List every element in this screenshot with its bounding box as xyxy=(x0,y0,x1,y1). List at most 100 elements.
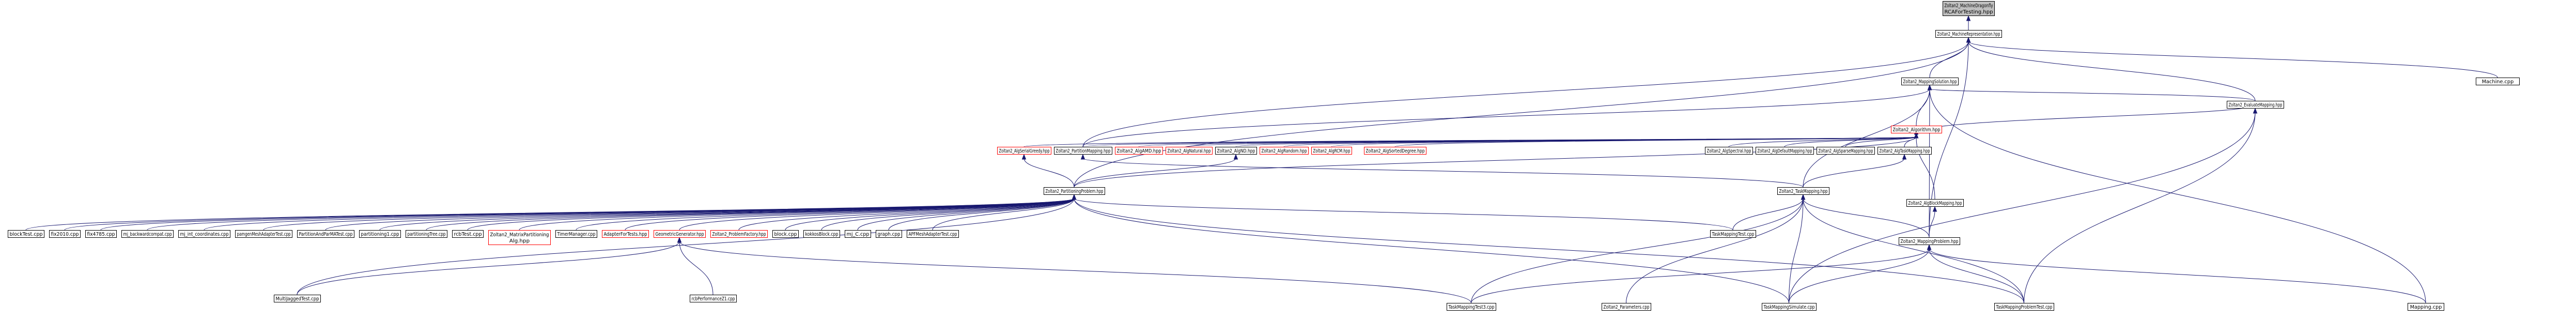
node-label: Zoltan2_MachineDragonfly xyxy=(1945,3,1993,9)
node-box xyxy=(1260,147,1309,155)
node-label: GeometricGenerator.hpp xyxy=(656,232,704,237)
edge-n_algorithm-n_partproblem xyxy=(1074,136,1917,188)
file-nodes: Zoltan2_MachineDragonflyRCAForTesting.hp… xyxy=(8,1,2520,311)
node-mapprob[interactable]: Zoltan2_MappingProblem.hpp xyxy=(1899,237,1960,245)
node-label: Zoltan2_AlgSpectral.hpp xyxy=(1707,148,1751,154)
node-amd[interactable]: Zoltan2_AlgAMD.hpp xyxy=(1115,147,1163,155)
node-params[interactable]: Zoltan2_Parameters.cpp xyxy=(1602,303,1651,311)
node-rcm[interactable]: Zoltan2_AlgRCM.hpp xyxy=(1311,147,1352,155)
node-parttree[interactable]: partitioningTree.cpp xyxy=(406,230,447,238)
node-box xyxy=(1817,147,1875,155)
node-box xyxy=(235,230,292,238)
node-label: Zoltan2_Parameters.cpp xyxy=(1604,304,1650,310)
edge-n_partproblem-n_matrixpart xyxy=(519,198,1075,231)
node-algorithm[interactable]: Zoltan2_Algorithm.hpp xyxy=(1891,126,1942,133)
node-rcbperf[interactable]: rcbPerformanceZ1.cpp xyxy=(690,295,737,302)
node-rcb[interactable]: rcbTest.cpp xyxy=(452,230,484,238)
arrowhead-n_mapsol-n_mapping xyxy=(1927,84,1932,90)
edge-n_mapsol-n_mapprob xyxy=(1929,88,1930,238)
edge-n_geomgen-n_multijagged xyxy=(297,241,680,295)
node-block[interactable]: block.cpp xyxy=(772,230,799,238)
arrowhead-n_taskmapalg-n_taskmapping xyxy=(1902,154,1907,160)
node-random[interactable]: Zoltan2_AlgRandom.hpp xyxy=(1260,147,1309,155)
node-serialgreedy[interactable]: Zoltan2_AlgSerialGreedy.hpp xyxy=(997,147,1051,155)
node-evalmap[interactable]: Zoltan2_EvaluateMapping.hpp xyxy=(2227,101,2284,109)
node-kokkosblock[interactable]: kokkosBlock.cpp xyxy=(803,230,840,238)
node-box xyxy=(1215,147,1257,155)
node-machine[interactable]: Machine.cpp xyxy=(2476,78,2520,85)
node-blockmap[interactable]: Zoltan2_AlgBlockMapping.hpp xyxy=(1906,199,1964,207)
node-apf[interactable]: APFMeshAdapterTest.cpp xyxy=(907,230,959,238)
edge-n_partmapping-n_taskmapping xyxy=(1082,158,1804,188)
node-box xyxy=(654,230,706,238)
node-label: Zoltan2_AlgRCM.hpp xyxy=(1313,148,1351,154)
node-label: Zoltan2_Algorithm.hpp xyxy=(1893,127,1941,133)
node-box xyxy=(1054,147,1112,155)
node-taskmaptest[interactable]: TaskMappingTest.cpp xyxy=(1710,230,1756,238)
edge-n_partproblem-n_apf xyxy=(932,198,1075,231)
node-fix4785[interactable]: fix4785.cpp xyxy=(85,230,117,238)
node-taskmapsim[interactable]: TaskMappingSimulate.cpp xyxy=(1762,303,1817,311)
node-label: Zoltan2_PartitionMapping.hpp xyxy=(1056,148,1111,154)
node-adaptertools[interactable]: AdapterForTests.hpp xyxy=(602,230,649,238)
node-pamgen[interactable]: pamgenMeshAdapterTest.cpp xyxy=(235,230,292,238)
node-mjc[interactable]: mj_C.cpp xyxy=(845,230,871,238)
node-sparsemap[interactable]: Zoltan2_AlgSparseMapping.hpp xyxy=(1817,147,1875,155)
node-taskmapalg[interactable]: Zoltan2_AlgTaskMapping.hpp xyxy=(1877,147,1932,155)
node-box xyxy=(359,230,401,238)
edge-n_taskmapping-n_taskmapprobtest xyxy=(1803,198,2024,303)
node-graph[interactable]: graph.cpp xyxy=(876,230,902,238)
node-nd[interactable]: Zoltan2_AlgND.hpp xyxy=(1215,147,1257,155)
node-fix2010[interactable]: fix2010.cpp xyxy=(49,230,81,238)
node-geomgen[interactable]: GeometricGenerator.hpp xyxy=(654,230,706,238)
edge-n_taskmapping-n_taskmapsim xyxy=(1789,198,1804,303)
node-taskmaptest3[interactable]: TaskMappingTest3.cpp xyxy=(1447,303,1496,311)
edge-n_partproblem-n_kokkosblock xyxy=(821,198,1075,231)
node-label: Zoltan2_AlgTaskMapping.hpp xyxy=(1880,148,1930,154)
node-label: fix2010.cpp xyxy=(51,232,79,237)
edge-n_blockmap-n_mapprob xyxy=(1929,210,1935,238)
node-timer[interactable]: TimerManager.cpp xyxy=(555,230,597,238)
node-label: PartitionAndParMATest.cpp xyxy=(299,232,353,237)
node-label: Zoltan2_AlgSparseMapping.hpp xyxy=(1819,148,1873,154)
node-natural[interactable]: Zoltan2_AlgNatural.hpp xyxy=(1166,147,1213,155)
edge-n_evalmap-n_taskmapprobtest xyxy=(2024,112,2256,303)
node-mapsol[interactable]: Zoltan2_MappingSolution.hpp xyxy=(1901,78,1959,85)
node-taskmapping[interactable]: Zoltan2_TaskMapping.hpp xyxy=(1777,187,1829,195)
node-mjint[interactable]: mj_int_coordinates.cpp xyxy=(178,230,230,238)
node-mapping[interactable]: Mapping.cpp xyxy=(2408,303,2444,311)
node-label: Zoltan2_AlgND.hpp xyxy=(1217,148,1255,154)
node-blocktest[interactable]: blockTest.cpp xyxy=(8,230,44,238)
node-box xyxy=(121,230,174,238)
node-taskmapprobtest[interactable]: TaskMappingProblemTest.cpp xyxy=(1994,303,2054,311)
node-label: mj_backwardcompat.cpp xyxy=(123,232,172,237)
node-part1[interactable]: partitioning1.cpp xyxy=(359,230,401,238)
node-mjback[interactable]: mj_backwardcompat.cpp xyxy=(121,230,174,238)
node-partproblem[interactable]: Zoltan2_PartitioningProblem.hpp xyxy=(1044,187,1105,195)
node-multijagged[interactable]: MultiJaggedTest.cpp xyxy=(274,295,321,302)
arrowhead-n_geomgen-n_taskmaptest3 xyxy=(677,237,682,243)
node-box xyxy=(1899,237,1960,245)
arrowhead-n_nd-n_partproblem xyxy=(1233,154,1238,160)
node-box xyxy=(1115,147,1163,155)
node-box xyxy=(1901,78,1959,85)
node-box xyxy=(1364,147,1426,155)
node-label: Zoltan2_MachineRepresentation.hpp xyxy=(1937,32,2000,37)
node-partmapping[interactable]: Zoltan2_PartitionMapping.hpp xyxy=(1054,147,1112,155)
node-box xyxy=(803,230,840,238)
node-probfactory[interactable]: Zoltan2_ProblemFactory.hpp xyxy=(710,230,768,238)
dependency-edges xyxy=(25,15,2498,303)
edge-n_algorithm-n_sparsemap xyxy=(1845,136,1917,147)
node-box xyxy=(49,230,81,238)
node-spectral[interactable]: Zoltan2_AlgSpectral.hpp xyxy=(1705,147,1753,155)
node-defaultmap[interactable]: Zoltan2_AlgDefaultMapping.hpp xyxy=(1756,147,1814,155)
node-label: Zoltan2_MappingProblem.hpp xyxy=(1901,239,1959,245)
node-sorteddeg[interactable]: Zoltan2_AlgSortedDegree.hpp xyxy=(1364,147,1426,155)
node-machrep[interactable]: Zoltan2_MachineRepresentation.hpp xyxy=(1935,30,2002,38)
node-pnp[interactable]: PartitionAndParMATest.cpp xyxy=(297,230,354,238)
edge-n_mapprob-n_taskmaptest3 xyxy=(1471,248,1930,303)
node-label: mj_int_coordinates.cpp xyxy=(180,232,229,237)
edge-n_algorithm-n_blockmap xyxy=(1916,136,1935,200)
arrowhead-n_evalmap-n_taskmapprobtest xyxy=(2253,108,2258,114)
